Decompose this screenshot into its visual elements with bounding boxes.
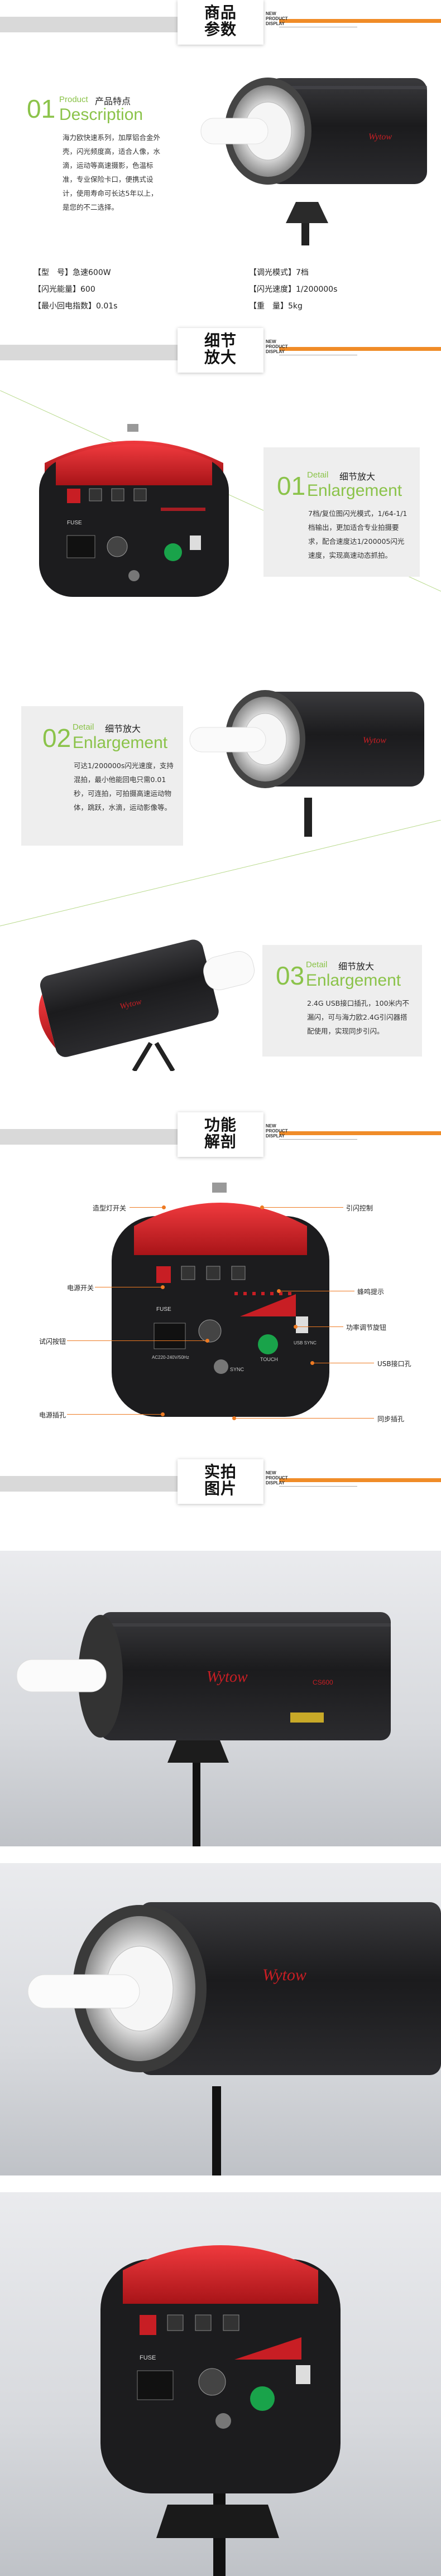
decor-diagonal-line-2 <box>0 820 441 927</box>
anatomy-back-panel: FUSE AC220-240V/50Hz SYNC TOUCH USB SYNC <box>112 1183 329 1417</box>
svg-text:Wytow: Wytow <box>368 132 392 142</box>
header-title-line1: 商品 <box>204 3 237 22</box>
detail-box-2 <box>21 706 183 846</box>
detail-1-cn: 细节放大 <box>339 471 376 482</box>
spec-flash-speed: 【闪光速度】1/200000s <box>249 285 338 294</box>
spec-weight: 【重 量】5kg <box>249 302 303 311</box>
detail-1-small-en: Detail <box>307 470 329 480</box>
product-image-front-angle: Wytow <box>189 690 424 837</box>
svg-text:FUSE: FUSE <box>140 2355 156 2361</box>
label-test-button: 试闪按钮 <box>39 1338 66 1345</box>
real-photo-3: FUSE <box>0 2192 441 2576</box>
description-big-en: Description <box>59 105 143 124</box>
detail-2-text: 可达1/200000s闪光速度，支持混拍，最小他能回电只需0.01秒，可连拍，可… <box>74 761 174 812</box>
detail-2-number: 02 <box>42 723 71 752</box>
svg-text:Wytow: Wytow <box>207 1668 248 1686</box>
description-text: 海力欧快速系列，加厚铝合金外壳，闪光频度高，适合人像，水滴，运动等高速摄影，色温… <box>63 133 161 211</box>
detail-3-cn: 细节放大 <box>338 961 375 972</box>
detail-2-big-en: Enlargement <box>73 734 168 752</box>
label-power-knob: 功率调节旋钮 <box>346 1324 387 1332</box>
svg-text:Wytow: Wytow <box>363 736 386 745</box>
svg-text:SYNC: SYNC <box>230 1367 245 1372</box>
product-image-side-view: Wytow <box>200 78 427 245</box>
spec-recycle: 【最小回电指数】0.01s <box>33 302 118 311</box>
header-title-line2: 参数 <box>204 20 237 38</box>
real-photo-2: Wytow <box>0 1863 441 2175</box>
label-trigger-control: 引闪控制 <box>346 1204 373 1212</box>
detail-box-3 <box>262 945 422 1057</box>
svg-text:Wytow: Wytow <box>262 1966 306 1984</box>
svg-text:FUSE: FUSE <box>156 1306 171 1313</box>
label-beep: 蜂鸣提示 <box>357 1288 385 1296</box>
svg-text:USB SYNC: USB SYNC <box>294 1340 317 1345</box>
label-power-socket: 电源插孔 <box>39 1411 66 1419</box>
description-small-en: Product <box>59 95 88 104</box>
description-number: 01 <box>27 94 56 123</box>
header-gray-bar <box>0 17 178 32</box>
detail-1-big-en: Enlargement <box>307 481 402 500</box>
svg-text:TOUCH: TOUCH <box>260 1357 278 1362</box>
spec-dimming: 【调光模式】7档 <box>249 268 309 277</box>
detail-3-small-en: Detail <box>306 960 328 969</box>
description-cn-title: 产品特点 <box>95 96 131 107</box>
spec-model: 【型 号】急速600W <box>33 268 111 277</box>
svg-text:AC220-240V/50Hz: AC220-240V/50Hz <box>152 1355 189 1360</box>
label-modeling-lamp: 造型灯开关 <box>93 1204 127 1212</box>
svg-text:FUSE: FUSE <box>67 520 82 526</box>
svg-text:CS600: CS600 <box>313 1678 333 1686</box>
label-power-switch: 电源开关 <box>67 1284 94 1292</box>
detail-1-number: 01 <box>277 471 306 500</box>
detail-box-1 <box>263 447 420 577</box>
real-photo-1: Wytow CS600 <box>0 1551 441 1846</box>
header-orange-bar <box>279 19 441 23</box>
detail-2-small-en: Detail <box>73 722 94 732</box>
label-sync: 同步插孔 <box>377 1415 405 1423</box>
label-usb: USB接口孔 <box>377 1360 411 1368</box>
detail-3-number: 03 <box>276 961 305 990</box>
detail-2-cn: 细节放大 <box>105 723 141 734</box>
product-image-tilted: Wytow <box>39 939 255 1071</box>
detail-3-text: 2.4G USB接口插孔，100米内不漏闪，可与海力欧2.4G引闪器搭配使用，实… <box>307 999 410 1035</box>
spec-energy: 【闪光能量】600 <box>33 285 95 294</box>
header-title-box: 商品 参数 <box>178 0 263 45</box>
detail-3-big-en: Enlargement <box>306 971 401 990</box>
detail-1-text: 7档/复位图闪光模式，1/64-1/1档输出，更加适合专业拍摄要求，配合速度达1… <box>308 509 408 559</box>
back-panel-image-1: FUSE <box>39 424 229 597</box>
